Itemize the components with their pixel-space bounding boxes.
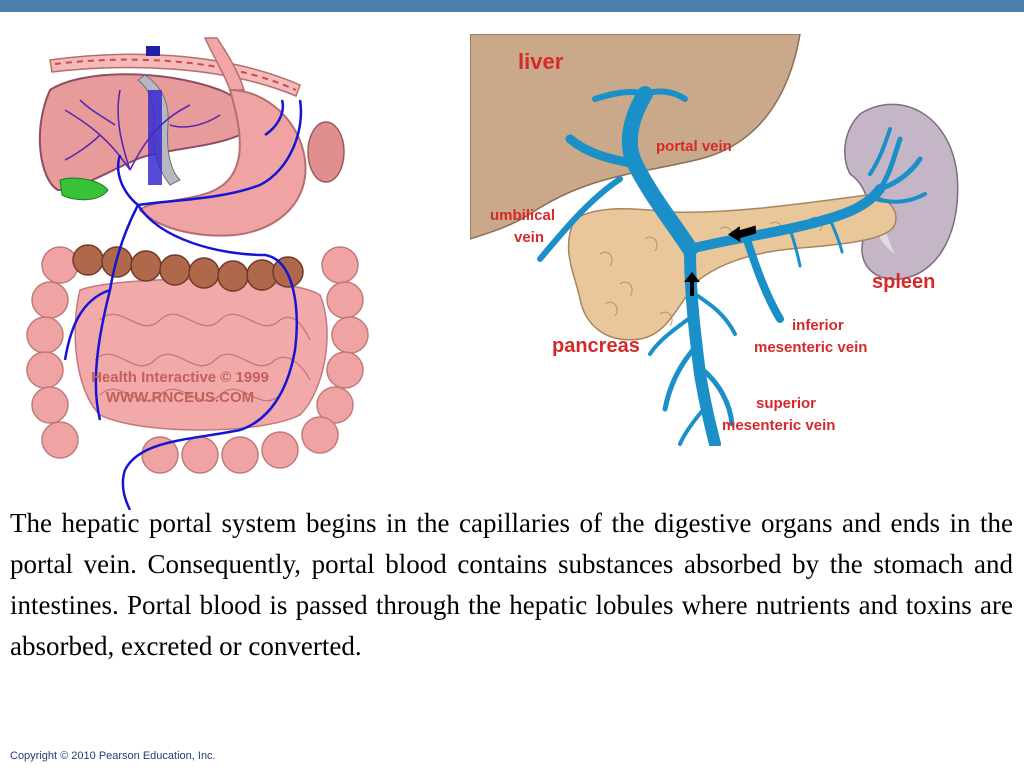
spleen-shape	[844, 103, 959, 280]
portal-vein-diagram: liver portal vein umbilical vein spleen …	[470, 34, 959, 446]
label-portal-vein: portal vein	[656, 138, 732, 155]
label-superior-mesenteric-vein: mesenteric vein	[722, 417, 835, 434]
header-bar	[0, 0, 1024, 12]
label-umbilical: umbilical	[490, 207, 555, 224]
label-spleen: spleen	[872, 271, 935, 293]
watermark-line-1: Health Interactive © 1999	[91, 369, 269, 386]
label-umbilical-vein: vein	[514, 229, 544, 246]
liver-shape	[38, 73, 253, 192]
label-inferior: inferior	[792, 317, 844, 334]
label-liver: liver	[518, 49, 564, 74]
label-pancreas: pancreas	[552, 335, 640, 357]
slide-body-text: The hepatic portal system begins in the …	[10, 508, 1013, 661]
pancreas-shape	[567, 194, 897, 341]
watermark-line-2: WWW.RNCEUS.COM	[106, 389, 254, 406]
digestive-system-illustration: Health Interactive © 1999 WWW.RNCEUS.COM	[26, 37, 369, 510]
stomach-shape	[138, 88, 307, 237]
label-inferior-mesenteric-vein: mesenteric vein	[754, 339, 867, 356]
copyright-notice: Copyright © 2010 Pearson Education, Inc.	[10, 750, 216, 762]
label-superior: superior	[756, 395, 816, 412]
